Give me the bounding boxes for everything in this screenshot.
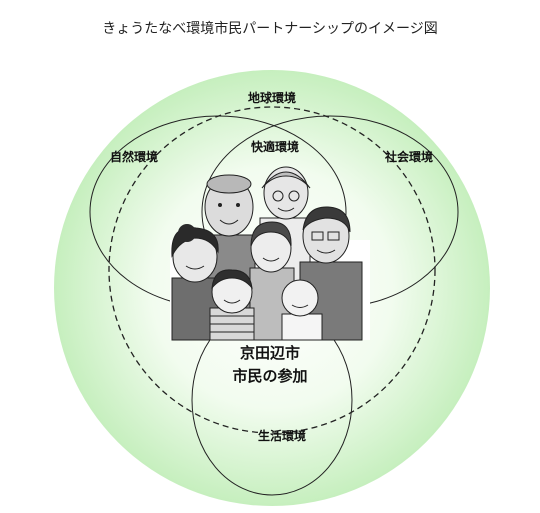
diagram-title: きょうたなべ環境市民パートナーシップのイメージ図 (102, 20, 437, 37)
family-illustration (170, 166, 370, 341)
comfort-environment-label: 快適環境 (251, 139, 299, 154)
nature-environment-label: 自然環境 (110, 149, 158, 164)
living-environment-label: 生活環境 (258, 428, 306, 443)
center-participation-label: 市民の参加 (232, 367, 307, 385)
social-environment-label: 社会環境 (384, 149, 433, 164)
boy-figure (209, 269, 255, 341)
baby-figure (281, 279, 323, 341)
center-city-label: 京田辺市 (240, 344, 300, 362)
comfort-environment-circle (108, 106, 436, 434)
global-environment-label: 地球環境 (248, 90, 296, 105)
